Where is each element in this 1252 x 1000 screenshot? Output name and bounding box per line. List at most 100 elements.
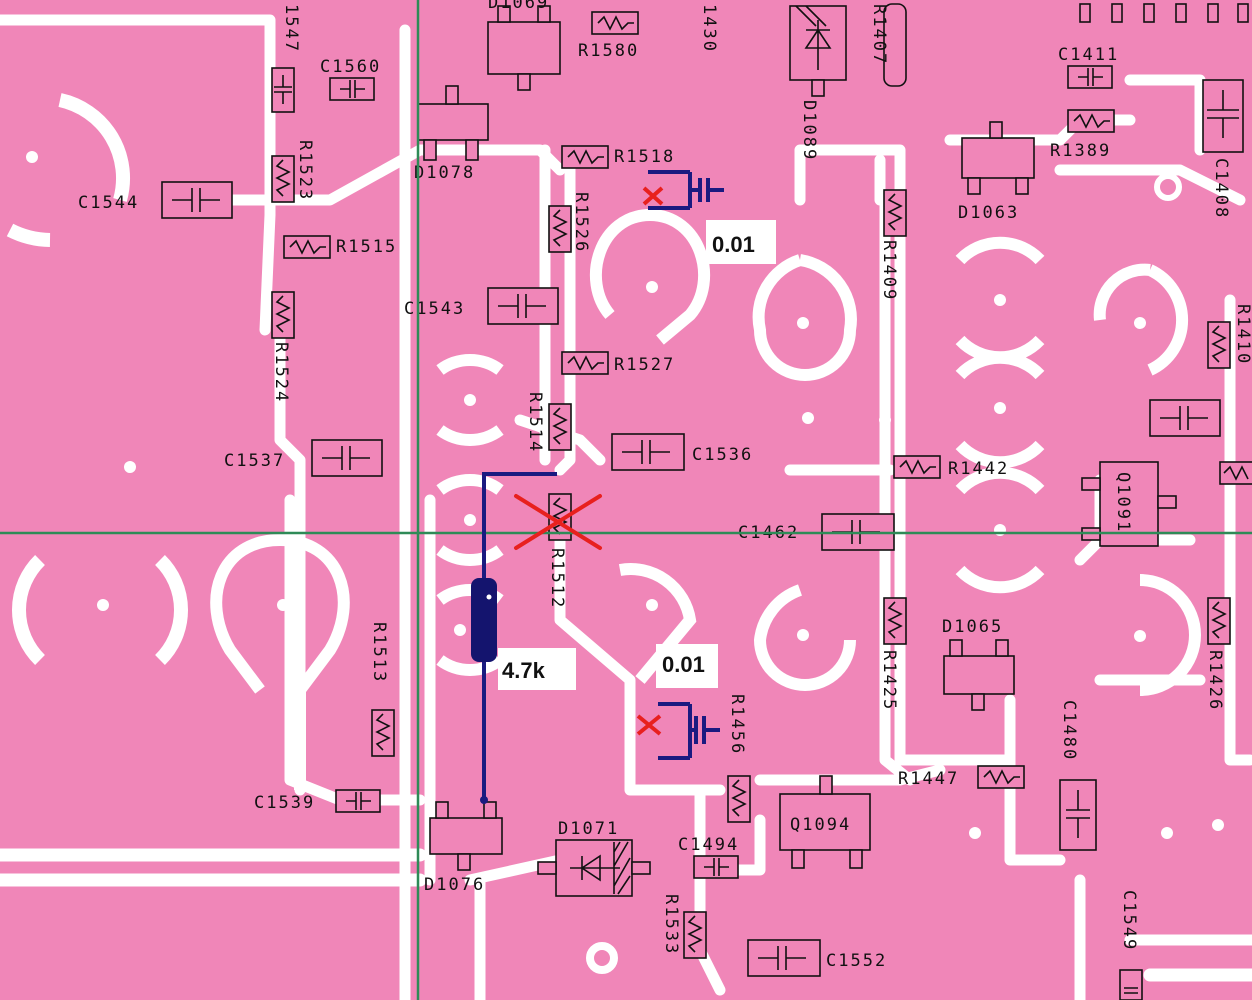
annotation-cap-top: 0.01 — [706, 220, 776, 264]
label-r1547: 1547 — [281, 4, 301, 53]
component-c-right — [1149, 399, 1221, 437]
components — [161, 3, 1252, 1000]
label-c1552: C1552 — [826, 951, 887, 971]
label-r1527: R1527 — [614, 355, 675, 375]
component-c1536 — [611, 433, 685, 471]
component-d1063 — [961, 121, 1035, 195]
component-c1539 — [335, 789, 381, 813]
label-c1408: C1408 — [1211, 158, 1231, 219]
label-r1513: R1513 — [369, 622, 389, 683]
label-c1480: C1480 — [1059, 700, 1079, 761]
component-r1524 — [271, 291, 295, 339]
component-r1442 — [893, 455, 941, 479]
label-r1410: R1410 — [1233, 304, 1252, 365]
component-c1543 — [487, 287, 559, 325]
label-c1537: C1537 — [224, 451, 285, 471]
copper-traces — [0, 14, 1252, 1000]
label-r1515: R1515 — [336, 237, 397, 257]
added-resistor — [471, 578, 497, 662]
label-r1409: R1409 — [879, 240, 899, 301]
label-d1065: D1065 — [942, 617, 1003, 637]
label-r1523: R1523 — [295, 140, 315, 201]
label-q1094: Q1094 — [790, 815, 851, 835]
annotation-cap-top-value: 0.01 — [712, 232, 755, 257]
component-r1456 — [727, 775, 751, 823]
label-d1078: D1078 — [414, 163, 475, 183]
component-c1549 — [1119, 969, 1143, 1000]
component-d1071 — [537, 839, 651, 897]
component-c1552 — [747, 939, 821, 977]
component-r1425 — [883, 597, 907, 645]
label-r1389: R1389 — [1050, 141, 1111, 161]
added-capacitor-top — [642, 170, 724, 210]
label-r1447: R1447 — [898, 769, 959, 789]
remove-mark-r1512 — [514, 494, 602, 550]
component-d1078 — [417, 85, 489, 161]
component-q1094 — [779, 775, 871, 869]
label-r1430: 1430 — [699, 4, 719, 53]
label-c1560: C1560 — [320, 57, 381, 77]
component-d1089 — [789, 5, 847, 97]
component-r1389 — [1067, 109, 1115, 133]
annotation-cap-bottom-value: 0.01 — [662, 652, 705, 677]
label-r1533: R1533 — [661, 894, 681, 955]
annotation-cap-bottom: 0.01 — [656, 644, 718, 688]
component-d1076 — [429, 801, 503, 871]
component-c1411 — [1067, 65, 1113, 89]
component-c1480 — [1059, 779, 1097, 851]
label-c1494: C1494 — [678, 835, 739, 855]
component-labels: D1069 R1580 1547 C1560 1430 R1407 D1089 … — [78, 0, 1252, 971]
label-q1091: Q1091 — [1113, 472, 1133, 533]
component-r1426 — [1207, 597, 1231, 645]
label-c1536: C1536 — [692, 445, 753, 465]
component-r1526 — [548, 205, 572, 253]
label-r1524: R1524 — [271, 342, 291, 403]
label-d1089: D1089 — [799, 100, 819, 161]
component-r1447 — [977, 765, 1025, 789]
label-d1076: D1076 — [424, 875, 485, 895]
added-capacitor-bottom — [636, 702, 720, 760]
component-r1515 — [283, 235, 331, 259]
label-r1426: R1426 — [1205, 650, 1225, 711]
component-r1523 — [271, 155, 295, 203]
label-r1425: R1425 — [879, 650, 899, 711]
component-r1580 — [591, 11, 639, 35]
label-d1071: D1071 — [558, 819, 619, 839]
label-r1514: R1514 — [525, 392, 545, 453]
component-r1514 — [548, 403, 572, 451]
label-r1407: R1407 — [869, 4, 889, 65]
label-r1518: R1518 — [614, 147, 675, 167]
component-c1547 — [271, 67, 295, 113]
label-r1456: R1456 — [727, 694, 747, 755]
large-pads — [6, 93, 1224, 974]
label-c1539: C1539 — [254, 793, 315, 813]
label-c1543: C1543 — [404, 299, 465, 319]
mod-wire-and-resistor — [471, 472, 557, 804]
label-r1580: R1580 — [578, 41, 639, 61]
component-r-edge — [1219, 461, 1252, 485]
component-c1537 — [311, 439, 383, 477]
component-r1410 — [1207, 321, 1231, 369]
label-r1526: R1526 — [571, 192, 591, 253]
component-r1527 — [561, 351, 609, 375]
label-c1411: C1411 — [1058, 45, 1119, 65]
label-r1442: R1442 — [948, 459, 1009, 479]
label-r1512: R1512 — [547, 548, 567, 609]
annotation-resistor: 4.7k — [498, 648, 576, 690]
component-r1533 — [683, 911, 707, 959]
label-d1069: D1069 — [488, 0, 549, 13]
component-c1560 — [329, 77, 375, 101]
component-c1544 — [161, 181, 233, 219]
annotation-resistor-value: 4.7k — [502, 658, 546, 683]
component-c1494 — [693, 855, 739, 879]
component-r1513 — [371, 709, 395, 757]
component-d1065 — [943, 639, 1015, 711]
label-c1544: C1544 — [78, 193, 139, 213]
label-d1063: D1063 — [958, 203, 1019, 223]
component-c1408 — [1202, 79, 1244, 153]
connector-pins — [1079, 3, 1249, 23]
component-r1518 — [561, 145, 609, 169]
label-c1549: C1549 — [1119, 890, 1139, 951]
